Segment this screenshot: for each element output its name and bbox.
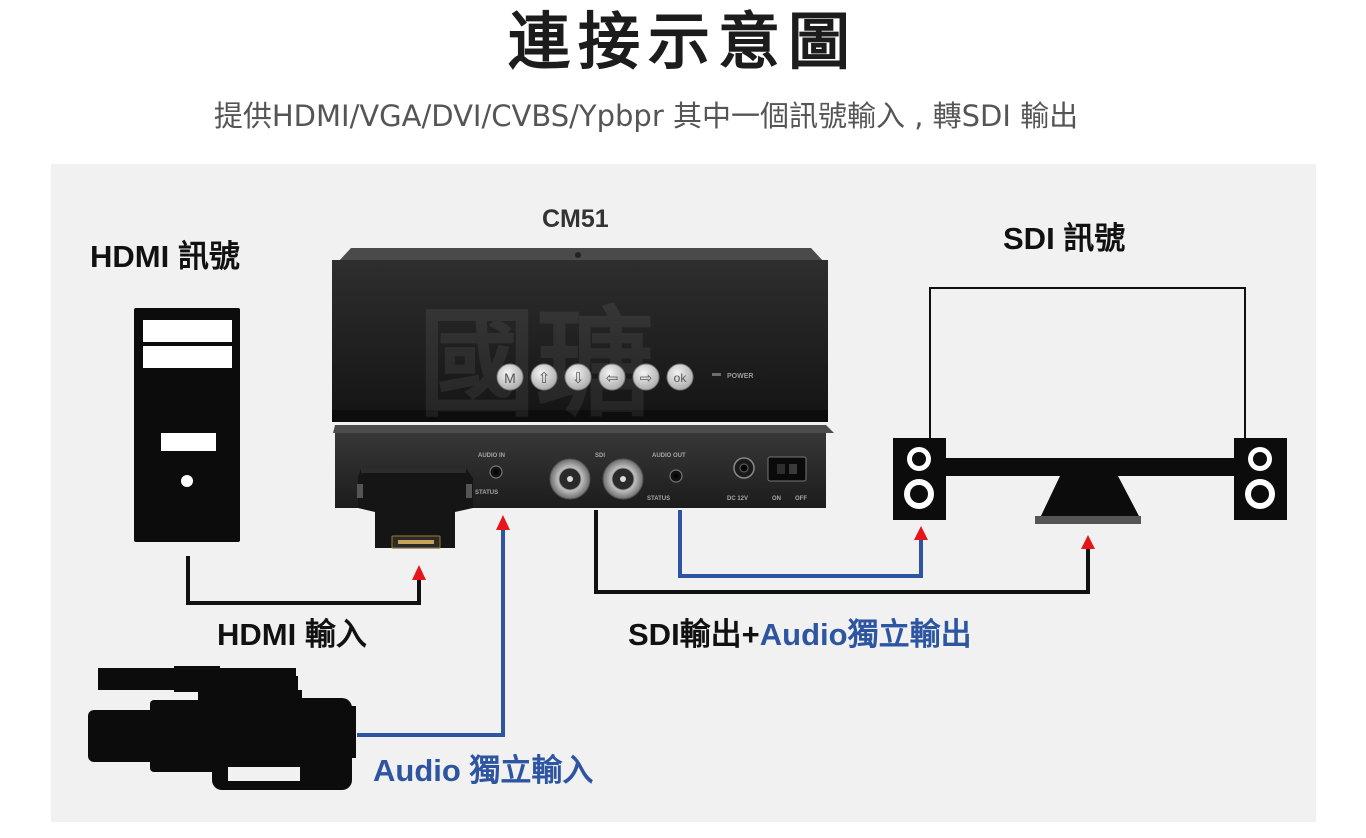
bnc-connector-icon[interactable]	[602, 458, 644, 500]
sdi-signal-label: SDI 訊號	[1003, 221, 1126, 256]
power-switch[interactable]	[767, 456, 807, 482]
audio-output-arrow	[914, 526, 928, 540]
hdmi-input-arrow	[412, 565, 426, 580]
port-label-off: OFF	[795, 496, 807, 502]
port-label-audio-out: AUDIO OUT	[652, 453, 686, 459]
hdmi-adapter-icon	[357, 468, 473, 549]
sdi-output-arrow	[1081, 535, 1095, 549]
sdi-output-label: SDI輸出+Audio獨立輸出	[628, 612, 972, 658]
front-button-ok[interactable]: ok	[666, 363, 694, 391]
hdmi-input-label: HDMI 輸入	[217, 617, 367, 652]
audio-input-line	[357, 528, 505, 737]
sdi-output-line	[594, 510, 1090, 594]
port-label-on: ON	[772, 496, 781, 502]
port-label-audio-in: AUDIO IN	[478, 453, 505, 459]
audio-input-arrow	[496, 515, 510, 530]
rear-port-labels: AUDIO IN STATUS SDI AUDIO OUT STATUS DC …	[475, 453, 807, 502]
front-button-up[interactable]: ⇧	[530, 363, 558, 391]
dc-power-jack[interactable]	[733, 457, 755, 479]
audio-in-port[interactable]	[489, 465, 503, 479]
sdi-output-text: SDI輸出+	[628, 617, 760, 652]
port-label-sdi: SDI	[595, 453, 605, 459]
device-model-label: CM51	[542, 205, 609, 233]
front-button-right[interactable]: ⇨	[632, 363, 660, 391]
hdmi-signal-label: HDMI 訊號	[90, 239, 240, 274]
page-subtitle: 提供HDMI/VGA/DVI/CVBS/Ypbpr 其中一個訊號輸入 , 轉SD…	[213, 99, 1079, 133]
port-label-status-left: STATUS	[475, 490, 498, 496]
camcorder-icon	[88, 666, 356, 790]
up-arrow-icon: ⇧	[538, 370, 551, 387]
audio-output-line	[678, 510, 923, 578]
front-button-menu[interactable]: M	[496, 363, 524, 391]
page-title: 連接示意圖	[507, 5, 858, 78]
down-arrow-icon: ⇩	[572, 370, 585, 387]
power-led	[712, 373, 721, 376]
port-label-dc: DC 12V	[727, 496, 748, 502]
front-button-group: M ⇧ ⇩ ⇦ ⇨ ok POWER	[496, 363, 753, 391]
audio-input-label: Audio 獨立輸入	[373, 753, 594, 788]
hdmi-input-line	[186, 556, 421, 605]
front-button-left[interactable]: ⇦	[598, 363, 626, 391]
front-button-label: M	[504, 370, 516, 386]
audio-output-text: Audio獨立輸出	[759, 617, 972, 652]
device-front-unit	[332, 248, 828, 422]
port-label-status-right: STATUS	[647, 496, 670, 502]
audio-out-port[interactable]	[669, 469, 683, 483]
bnc-connector-icon[interactable]	[549, 458, 591, 500]
left-arrow-icon: ⇦	[606, 370, 619, 387]
watermark-text: 國瑭	[418, 299, 654, 431]
right-arrow-icon: ⇨	[640, 370, 653, 387]
front-button-down[interactable]: ⇩	[564, 363, 592, 391]
computer-tower-icon	[134, 308, 240, 542]
power-label: POWER	[727, 373, 753, 380]
speaker-icon	[893, 438, 946, 520]
monitor-icon	[929, 287, 1246, 524]
speaker-icon	[1234, 438, 1287, 520]
front-button-label: ok	[674, 371, 688, 385]
